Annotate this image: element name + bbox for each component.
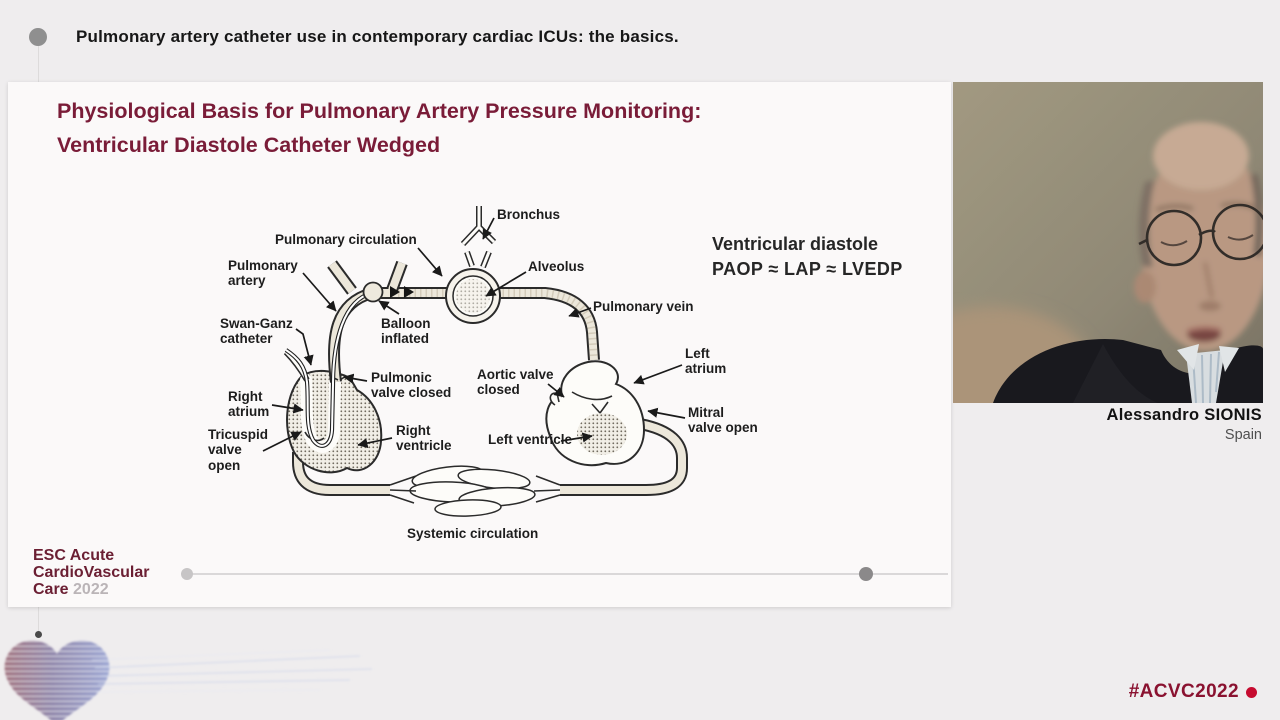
- diagram-label-balloon-inflated: Balloon inflated: [381, 316, 431, 347]
- slide-title: Physiological Basis for Pulmonary Artery…: [57, 99, 702, 157]
- session-title: Pulmonary artery catheter use in contemp…: [76, 27, 679, 46]
- speaker-name: Alessandro SIONIS: [1106, 406, 1262, 424]
- diagram-label-aortic-valve-closed: Aortic valve closed: [477, 367, 554, 398]
- diagram-label-pulmonary-artery: Pulmonary artery: [228, 258, 298, 289]
- slide-progress-handle[interactable]: [859, 567, 873, 581]
- diagram-label-left-ventricle: Left ventricle: [488, 432, 573, 447]
- speaker-video-frame: [888, 82, 1269, 457]
- diagram-label-pulmonary-vein: Pulmonary vein: [593, 299, 694, 314]
- diagram-label-pulmonic-valve-closed: Pulmonic valve closed: [371, 370, 452, 401]
- speaker-video[interactable]: [888, 82, 1269, 457]
- timeline-vertical-dot: [35, 631, 42, 638]
- hashtag-text: #ACVC2022: [1128, 681, 1239, 702]
- hashtag-dot-icon: [1246, 686, 1257, 698]
- diagram-label-right-ventricle: Right ventricle: [396, 423, 452, 454]
- logo-year: 2022: [73, 581, 109, 598]
- event-hashtag: #ACVC2022: [1129, 681, 1257, 703]
- timeline-vertical-line-lower: [38, 607, 39, 632]
- slide-note-heading: Ventricular diastole: [712, 234, 879, 254]
- slide-note-formula: PAOP ≈ LAP ≈ LVEDP: [712, 259, 903, 279]
- diagram-label-alveolus: Alveolus: [528, 259, 585, 274]
- slide-progress-track: [183, 573, 948, 575]
- diagram-label-systemic-circulation: Systemic circulation: [407, 526, 539, 541]
- diagram-label-mitral-valve-open: Mitral valve open: [688, 405, 758, 436]
- heart-decoration: [4, 640, 373, 720]
- slide-progress-start-marker[interactable]: [181, 568, 193, 580]
- logo-line1: ESC Acute: [33, 547, 115, 564]
- presentation-slide: Physiological Basis for Pulmonary Artery…: [8, 82, 951, 607]
- diagram-label-pulmonary-circulation: Pulmonary circulation: [275, 232, 417, 247]
- speaker-country: Spain: [1224, 427, 1262, 443]
- diagram-label-swan-ganz-catheter: Swan-Ganz catheter: [220, 316, 293, 347]
- logo-line2: CardioVascular: [33, 564, 150, 581]
- diagram-label-left-atrium: Left atrium: [685, 346, 727, 377]
- timeline-vertical-line: [38, 46, 39, 82]
- speaker-info: Alessandro SIONIS Spain: [1107, 406, 1262, 443]
- diagram-label-tricuspid-valve-open: Tricuspid valve open: [208, 427, 269, 473]
- diagram-label-bronchus: Bronchus: [497, 207, 561, 222]
- esc-acvc-logo: ESC Acute CardioVascular Care 2022: [33, 547, 150, 598]
- session-bullet-icon: [29, 28, 47, 46]
- logo-line3: Care 2022: [33, 581, 109, 598]
- diagram-label-right-atrium: Right atrium: [228, 389, 270, 420]
